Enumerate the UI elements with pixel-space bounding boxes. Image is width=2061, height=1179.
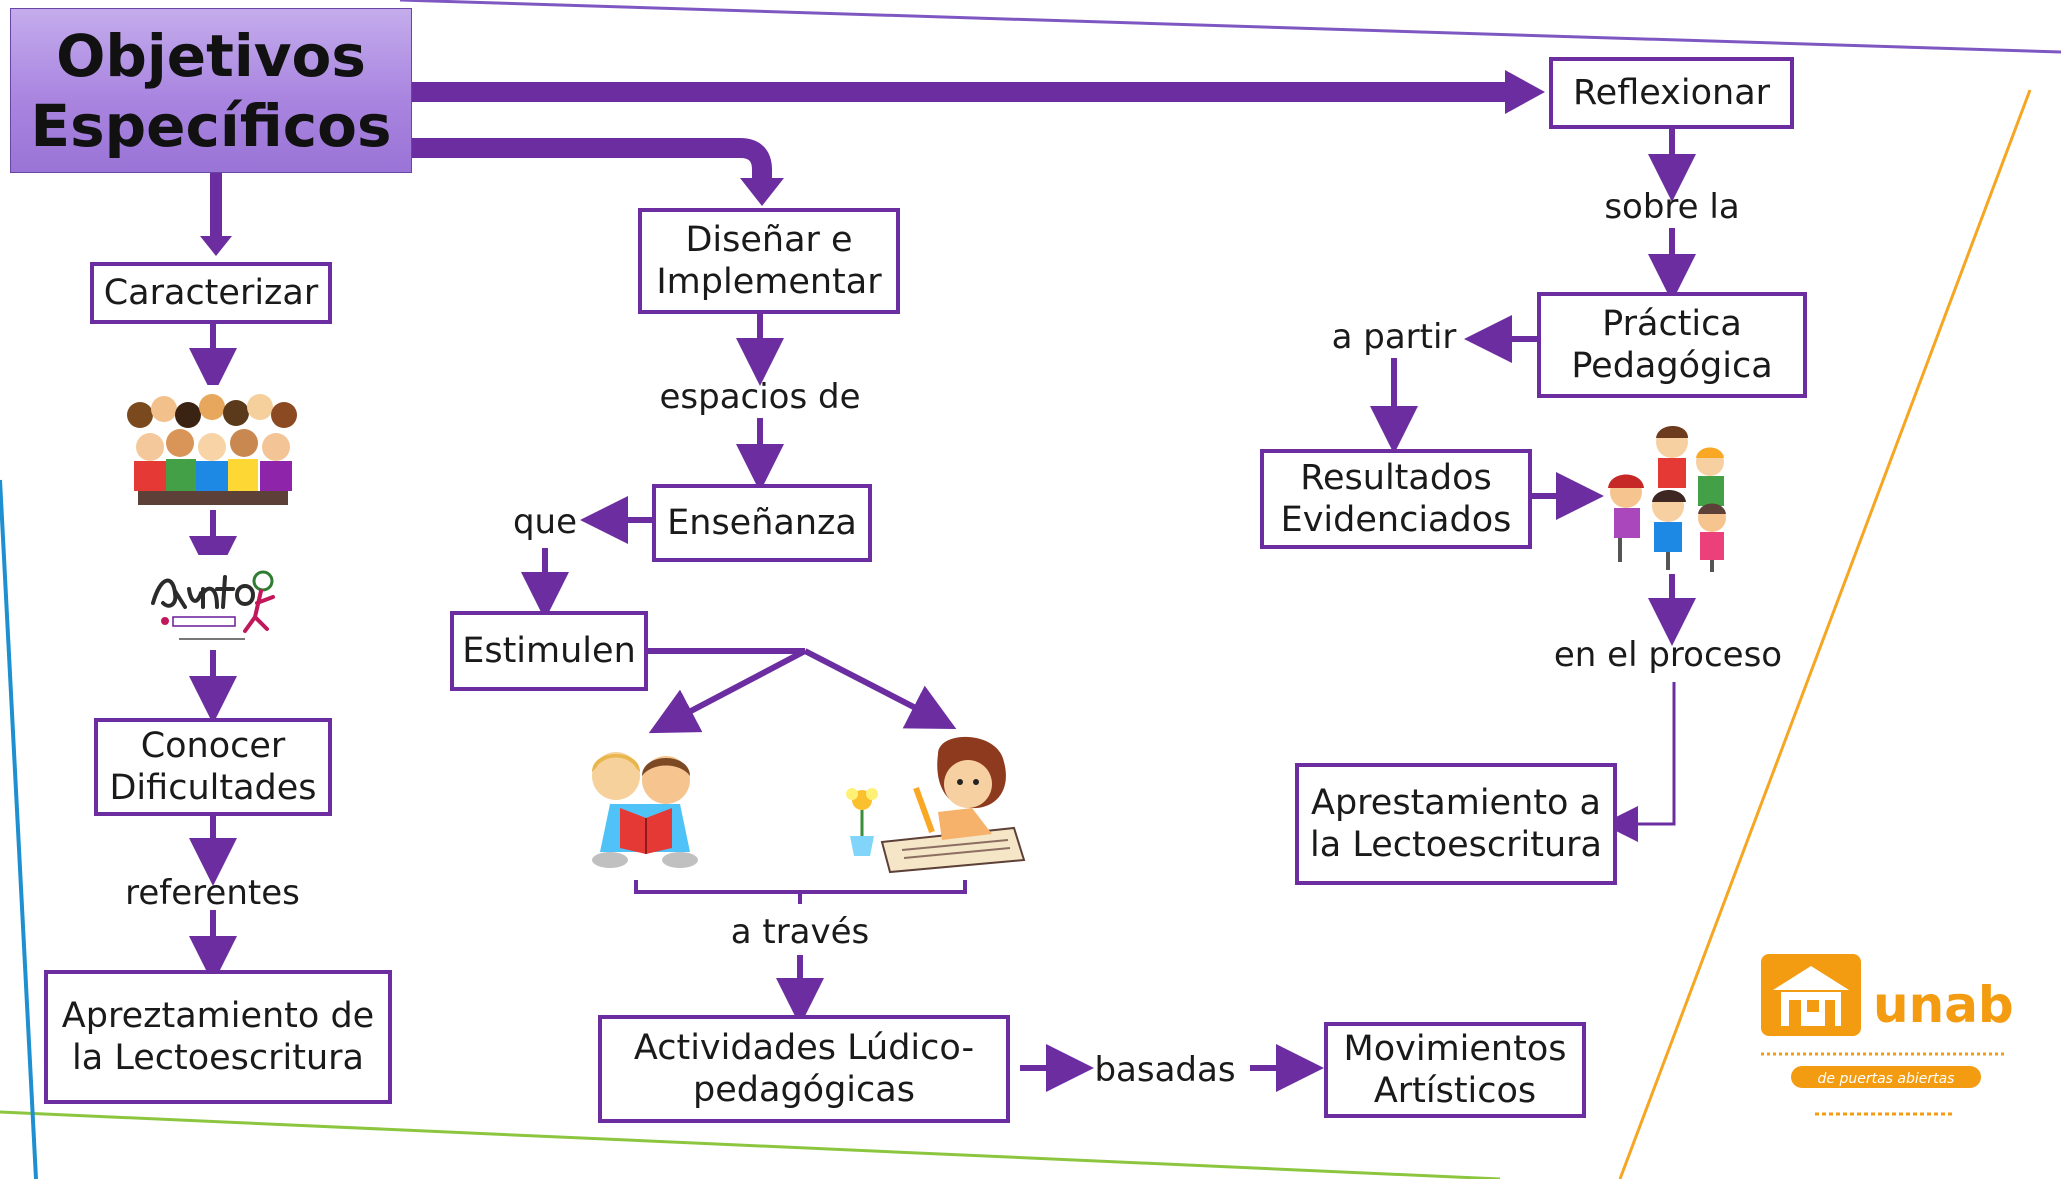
- unab-logo-tagline: de puertas abiertas: [1818, 1071, 1955, 1087]
- unab-logo-wordmark: unab: [1873, 976, 2014, 1034]
- node-resultados-evidenciados: Resultados Evidenciados: [1260, 449, 1532, 549]
- label-que: que: [512, 502, 578, 542]
- node-practica-pedagogica: Práctica Pedagógica: [1537, 292, 1807, 398]
- title-arrows: [200, 70, 1545, 256]
- node-aprestamiento-left: Apreztamiento de la Lectoescritura: [44, 970, 392, 1104]
- node-caracterizar: Caracterizar: [90, 262, 332, 324]
- label-a-traves: a través: [730, 912, 870, 952]
- node-aprestamiento-right: Aprestamiento a la Lectoescritura: [1295, 763, 1617, 885]
- children-group-image: [1608, 426, 1726, 572]
- label-sobre-la: sobre la: [1604, 187, 1740, 227]
- children-crowd-image: [120, 385, 306, 507]
- label-espacios-de: espacios de: [659, 377, 861, 417]
- label-referentes: referentes: [125, 873, 300, 913]
- label-a-partir: a partir: [1331, 317, 1457, 357]
- unab-logo-graphic: unab de puertas abiertas: [1761, 954, 2014, 1116]
- punto-de-partida-logo: [145, 555, 285, 649]
- node-actividades: Actividades Lúdico-pedagógicas: [598, 1015, 1010, 1123]
- node-reflexionar: Reflexionar: [1549, 57, 1794, 129]
- label-basadas: basadas: [1094, 1050, 1236, 1090]
- node-movimientos: Movimientos Artísticos: [1324, 1022, 1586, 1118]
- label-en-el-proceso: en el proceso: [1553, 635, 1783, 675]
- node-ensenanza: Enseñanza: [652, 484, 872, 562]
- node-disenar-implementar: Diseñar e Implementar: [638, 208, 900, 314]
- node-conocer-dificultades: Conocer Dificultades: [94, 718, 332, 816]
- middle-column-arrows: [521, 312, 1324, 1092]
- children-reading-image: [592, 752, 698, 868]
- right-column-arrows: [1370, 128, 1696, 842]
- child-writing-image: [846, 736, 1026, 874]
- title-box: Objetivos Específicos: [10, 8, 412, 173]
- unab-logo: unab de puertas abiertas: [1755, 950, 2015, 1125]
- node-estimulen: Estimulen: [450, 611, 648, 691]
